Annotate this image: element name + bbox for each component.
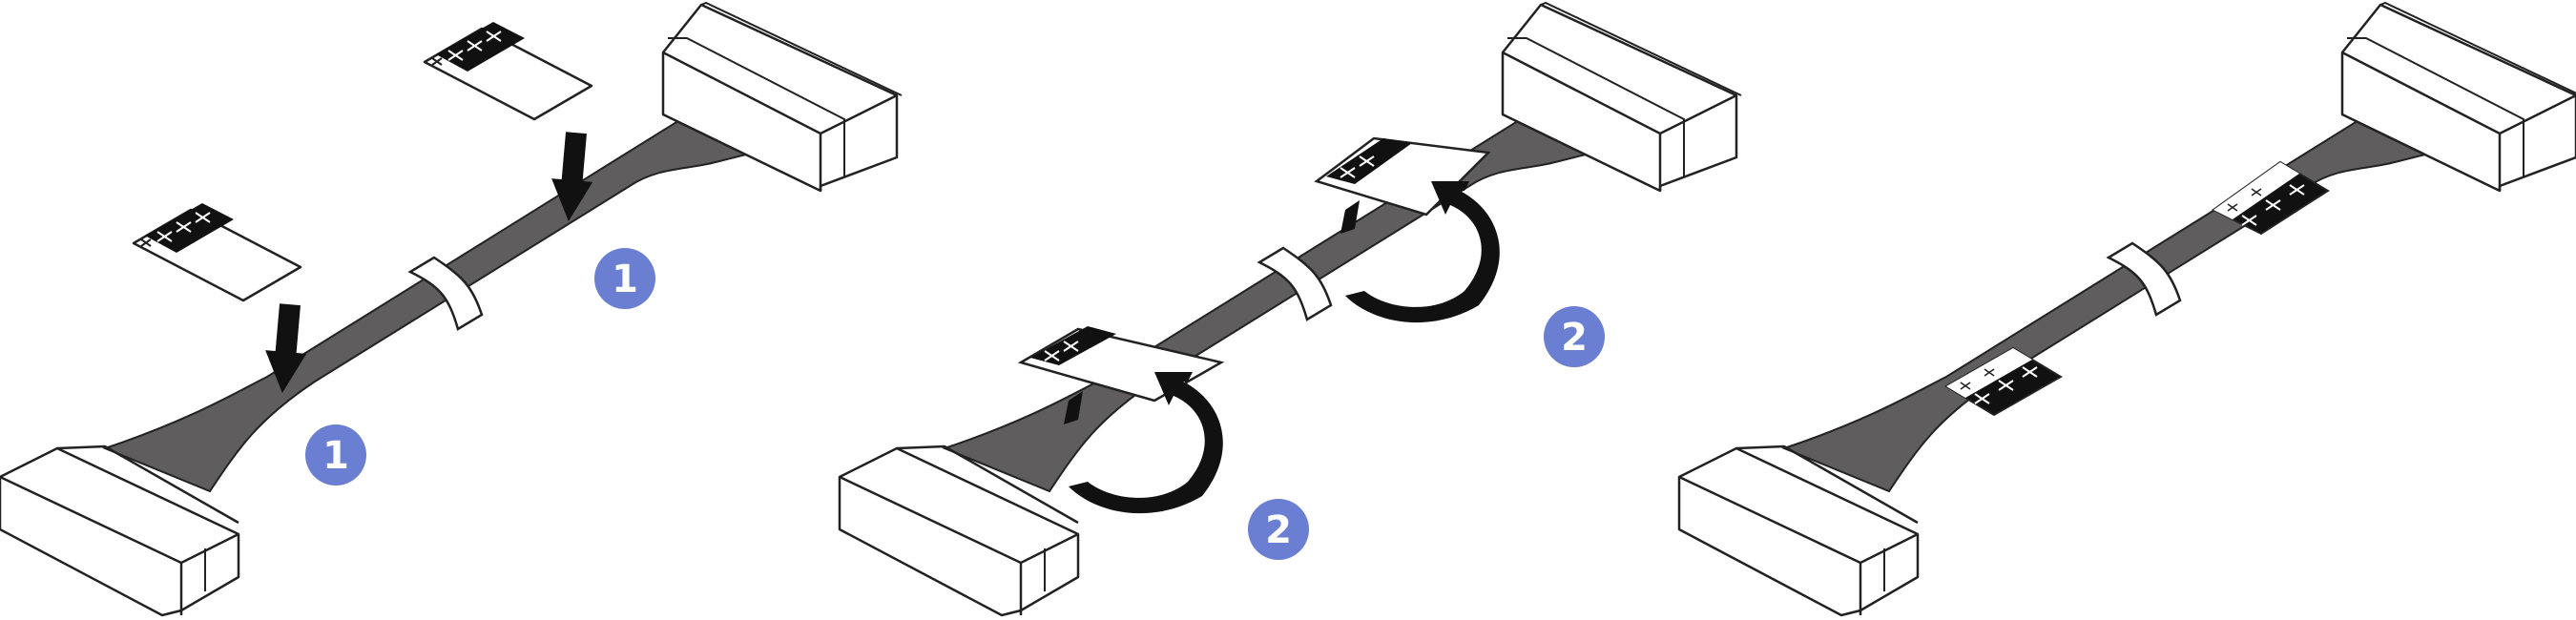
cable-label-icon (423, 20, 593, 121)
step-badge: 1 (594, 248, 655, 309)
step-badge: 1 (305, 424, 366, 486)
step-badge: 2 (1544, 306, 1605, 367)
panel-attach-labels: 1 1 (0, 1, 904, 617)
cable-label-icon (2212, 160, 2330, 236)
cable-label-icon (132, 201, 302, 302)
cable-label-icon (1944, 346, 2063, 417)
step-badge: 2 (1248, 499, 1309, 560)
step-number: 1 (322, 434, 349, 478)
step-number: 2 (1265, 508, 1292, 552)
down-arrow-icon (265, 132, 593, 394)
step-number: 1 (612, 258, 638, 301)
panel-wrap-labels: 2 2 (838, 1, 1743, 617)
cable-break-icon (407, 256, 484, 331)
panel-labels-applied (1677, 1, 2576, 617)
step-number: 2 (1561, 316, 1588, 360)
wrap-arrow-icon (1064, 181, 1500, 514)
cable-break-icon (2106, 241, 2182, 317)
ribbon-cable-icon (1781, 97, 2492, 493)
cable-break-icon (1257, 246, 1333, 321)
